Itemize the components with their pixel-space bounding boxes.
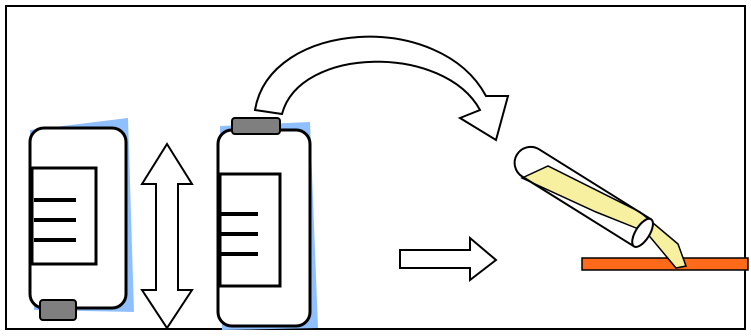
test-tube-pouring-onto-plate-icon	[513, 145, 749, 271]
bottle-cap	[231, 117, 281, 135]
petri-plate	[581, 257, 749, 271]
double-vertical-arrow-icon	[140, 142, 194, 330]
test-tube	[513, 145, 653, 248]
bottle-label	[30, 166, 98, 266]
bottle-upright-icon	[216, 117, 318, 330]
bottle-upside-down-icon	[28, 118, 134, 321]
curved-arrow-icon	[253, 35, 510, 142]
right-arrow-icon	[399, 235, 498, 283]
bottle-label	[218, 172, 282, 288]
liquid-stream	[520, 165, 688, 269]
bottle-cap	[39, 299, 77, 321]
